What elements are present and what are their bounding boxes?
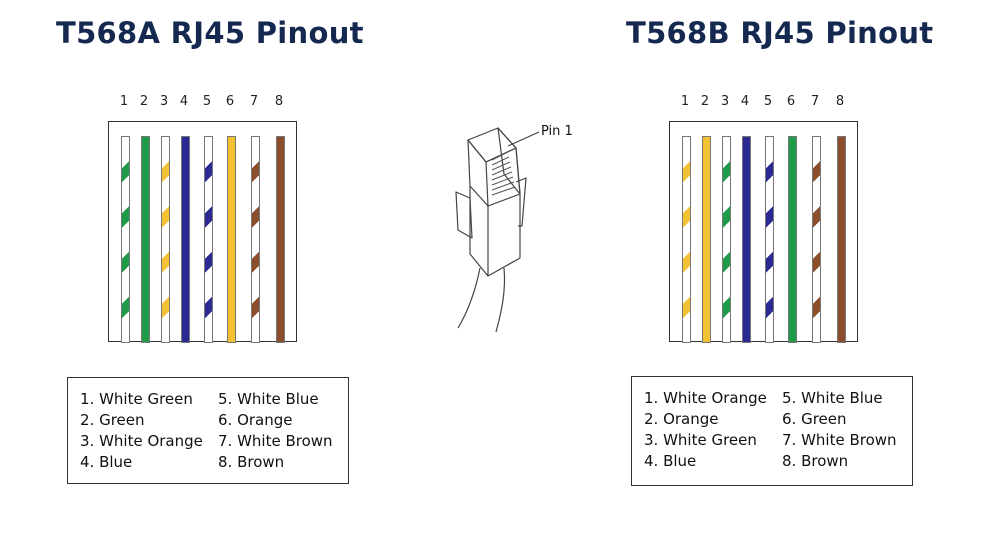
t568b-legend-item: 5. White Blue [782, 389, 883, 407]
t568b-wire-6 [788, 136, 797, 343]
t568a-title: T568A RJ45 Pinout [56, 16, 364, 50]
t568b-pin-number: 5 [763, 94, 773, 109]
t568a-legend: 1. White Green 2. Green 3. White Orange 4. … [67, 377, 349, 484]
t568a-wire-4 [181, 136, 190, 343]
t568b-legend-item: 6. Green [782, 410, 847, 428]
t568a-wire-8 [276, 136, 285, 343]
t568b-wire-8 [837, 136, 846, 343]
t568a-wire-6 [227, 136, 236, 343]
t568a-pin-number: 2 [139, 94, 149, 109]
t568b-legend-item: 7. White Brown [782, 431, 897, 449]
t568a-legend-item: 3. White Orange [80, 432, 203, 450]
t568b-wire-1 [682, 136, 691, 343]
t568b-legend-item: 4. Blue [644, 452, 697, 470]
t568a-pin-number: 3 [159, 94, 169, 109]
t568a-legend-item: 6. Orange [218, 411, 293, 429]
t568a-legend-item: 2. Green [80, 411, 145, 429]
t568a-wire-7 [251, 136, 260, 343]
t568b-title: T568B RJ45 Pinout [626, 16, 934, 50]
t568a-legend-item: 4. Blue [80, 453, 133, 471]
t568b-legend: 1. White Orange 2. Orange 3. White Green 4.… [631, 376, 913, 486]
t568b-pin-number: 1 [680, 94, 690, 109]
t568a-connector [108, 121, 297, 343]
t568a-wire-5 [204, 136, 213, 343]
pin1-label: Pin 1 [541, 124, 573, 139]
t568a-legend-item: 1. White Green [80, 390, 193, 408]
t568b-wire-7 [812, 136, 821, 343]
t568b-pin-number: 2 [700, 94, 710, 109]
t568b-legend-item: 8. Brown [782, 452, 849, 470]
t568a-wire-2 [141, 136, 150, 343]
t568b-legend-item: 2. Orange [644, 410, 719, 428]
t568b-legend-item: 1. White Orange [644, 389, 767, 407]
t568b-wire-4 [742, 136, 751, 343]
t568b-legend-item: 3. White Green [644, 431, 757, 449]
t568a-pin-number: 4 [179, 94, 189, 109]
t568a-pin-number: 5 [202, 94, 212, 109]
t568b-wire-2 [702, 136, 711, 343]
t568b-pin-number: 8 [835, 94, 845, 109]
t568a-pin-number: 7 [249, 94, 259, 109]
t568a-wire-1 [121, 136, 130, 343]
t568b-pin-number: 4 [740, 94, 750, 109]
t568a-pin-number: 8 [274, 94, 284, 109]
t568b-pin-number: 6 [786, 94, 796, 109]
rj45-plug-illustration [455, 127, 540, 333]
t568a-legend-item: 5. White Blue [218, 390, 319, 408]
t568b-wire-5 [765, 136, 774, 343]
t568a-pin-number: 6 [225, 94, 235, 109]
t568a-pin-number: 1 [119, 94, 129, 109]
t568b-pin-number: 3 [720, 94, 730, 109]
t568a-legend-item: 8. Brown [218, 453, 285, 471]
t568b-pin-number: 7 [810, 94, 820, 109]
t568a-wire-3 [161, 136, 170, 343]
t568b-wire-3 [722, 136, 731, 343]
t568b-connector [669, 121, 858, 343]
t568a-legend-item: 7. White Brown [218, 432, 333, 450]
